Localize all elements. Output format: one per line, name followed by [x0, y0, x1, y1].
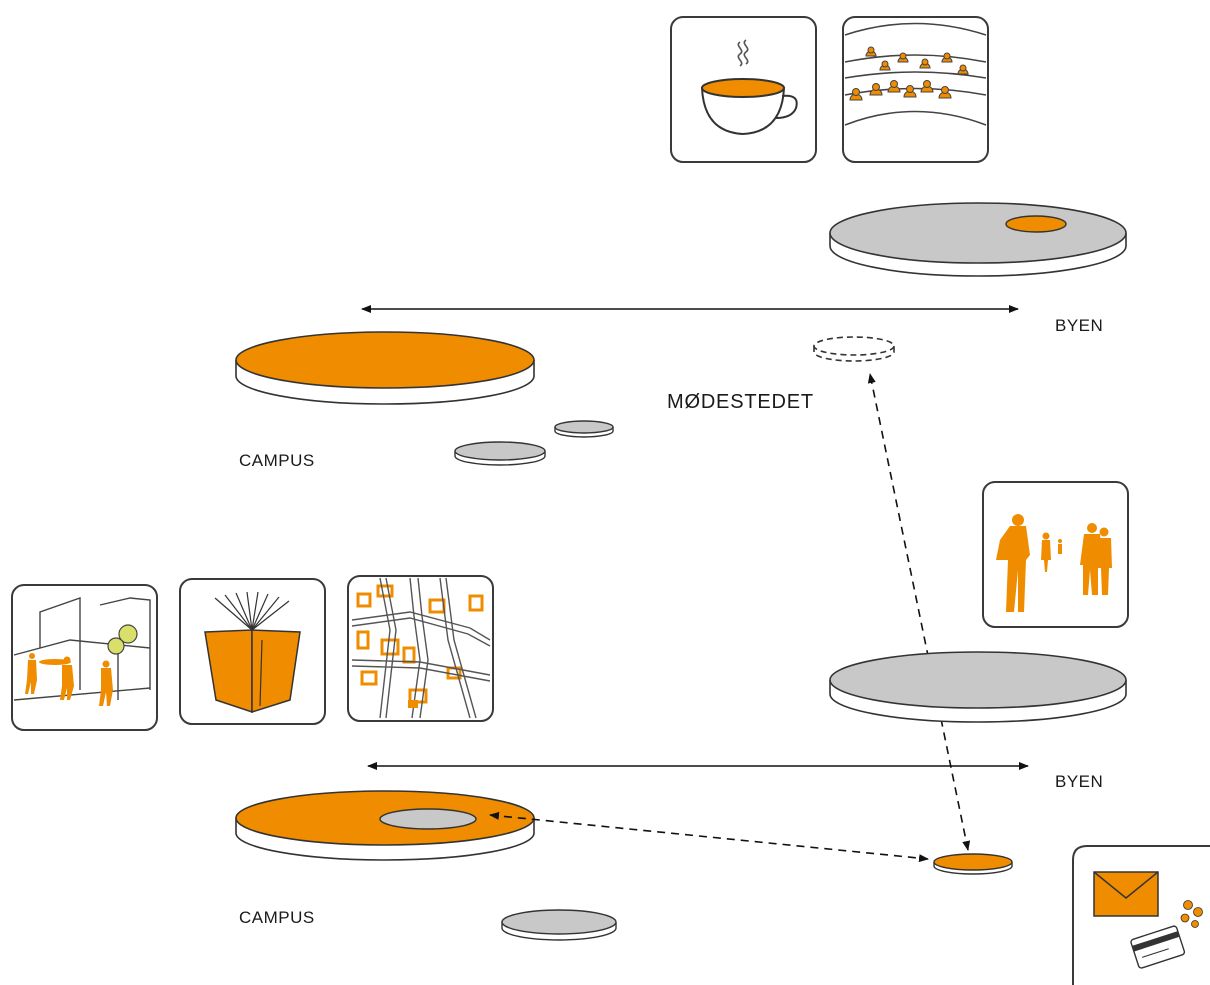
- byen-disc-bottom: [829, 651, 1127, 723]
- byen-label-bottom: BYEN: [1055, 772, 1104, 791]
- campus-label-bottom: CAMPUS: [239, 908, 315, 927]
- coffee-cup-icon: [670, 16, 817, 163]
- street-scene-people-icon: [11, 584, 158, 731]
- dashed-arrow-diagonal: [489, 811, 929, 863]
- people-silhouettes-icon: [982, 481, 1129, 628]
- open-book-icon: [179, 578, 326, 725]
- small-gray-disc: [501, 909, 617, 941]
- small-gray-disc: [554, 420, 614, 438]
- city-map-icon: [347, 575, 494, 722]
- campus-disc-bottom: [235, 790, 535, 861]
- modestedet-label: MØDESTEDET: [667, 391, 814, 413]
- dashed-arrow-vertical: [867, 373, 971, 851]
- campus-label-top: CAMPUS: [239, 451, 315, 470]
- small-orange-disc: [933, 853, 1013, 875]
- campus-disc-top: [235, 331, 535, 405]
- lecture-hall-audience-icon: [842, 16, 989, 163]
- byen-label-top: BYEN: [1055, 316, 1104, 335]
- modestedet-dashed-disc: [813, 336, 895, 362]
- envelope-card-coins-icon: [1072, 845, 1210, 985]
- small-gray-disc: [454, 441, 546, 466]
- byen-disc-top: [829, 202, 1127, 277]
